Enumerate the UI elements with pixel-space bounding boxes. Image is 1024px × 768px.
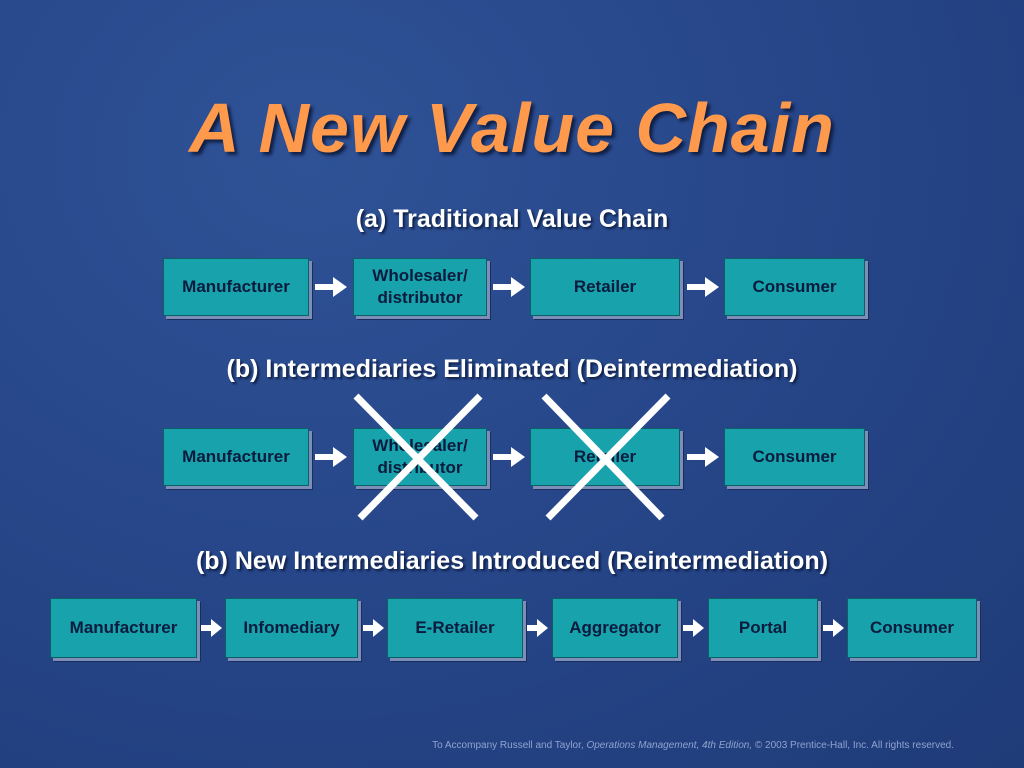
box-manufacturer: Manufacturer: [50, 598, 197, 658]
arrow-right-icon: [493, 277, 525, 297]
box-consumer: Consumer: [724, 428, 865, 486]
box-consumer: Consumer: [847, 598, 977, 658]
arrow-right-icon: [683, 619, 704, 637]
footer-book: Operations Management, 4th Edition,: [586, 740, 753, 751]
arrow-right-icon: [201, 619, 222, 637]
slide-title: A New Value Chain: [189, 89, 835, 167]
box-retailer: Retailer: [530, 258, 680, 316]
box-manufacturer: Manufacturer: [163, 258, 309, 316]
footer-suffix: © 2003 Prentice-Hall, Inc. All rights re…: [752, 740, 954, 751]
arrow-right-icon: [527, 619, 548, 637]
cross-out-icon: [353, 393, 483, 521]
footer-copyright: To Accompany Russell and Taylor, Operati…: [432, 740, 954, 751]
footer-prefix: To Accompany Russell and Taylor,: [432, 740, 587, 751]
box-e-retailer: E-Retailer: [387, 598, 523, 658]
arrow-right-icon: [315, 277, 347, 297]
cross-out-icon: [541, 393, 671, 521]
arrow-right-icon: [823, 619, 844, 637]
heading-traditional: (a) Traditional Value Chain: [355, 205, 669, 233]
box-aggregator: Aggregator: [552, 598, 678, 658]
arrow-right-icon: [687, 277, 719, 297]
heading-reintermediation: (b) New Intermediaries Introduced (Reint…: [195, 547, 829, 575]
box-wholesaler: Wholesaler/ distributor: [353, 258, 487, 316]
box-portal: Portal: [708, 598, 818, 658]
box-infomediary: Infomediary: [225, 598, 358, 658]
arrow-right-icon: [363, 619, 384, 637]
arrow-right-icon: [493, 447, 525, 467]
box-consumer: Consumer: [724, 258, 865, 316]
box-wholesaler: Wholesaler/ distributor: [353, 428, 487, 486]
box-manufacturer: Manufacturer: [163, 428, 309, 486]
arrow-right-icon: [687, 447, 719, 467]
heading-deintermediation: (b) Intermediaries Eliminated (Deinterme…: [226, 355, 798, 383]
arrow-right-icon: [315, 447, 347, 467]
